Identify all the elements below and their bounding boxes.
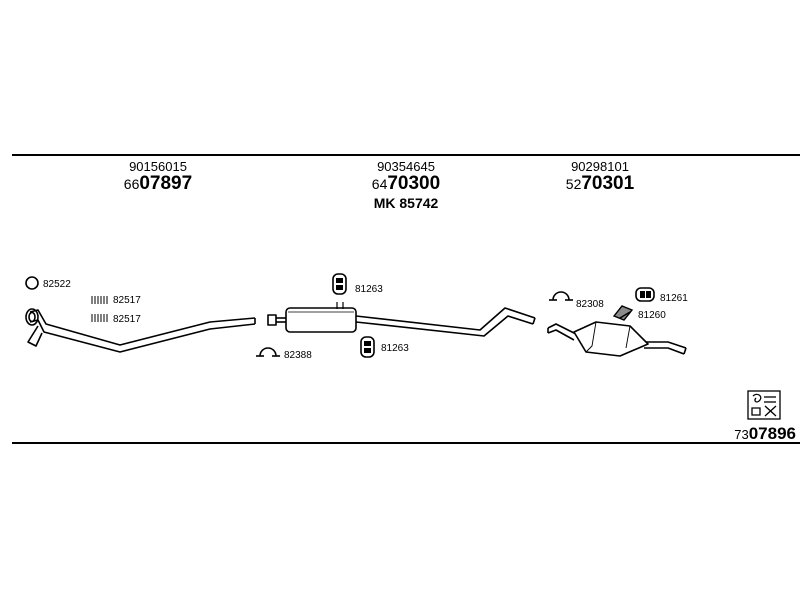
rear-kit-number: 5270301 xyxy=(520,174,680,195)
rubber-mount-icon xyxy=(332,273,347,295)
rear-rubber-label: 81261 xyxy=(660,293,688,304)
front-ring-label: 82522 xyxy=(43,279,71,290)
front-kit-number: 6607897 xyxy=(78,174,238,195)
middle-kit-prefix: 64 xyxy=(371,176,388,192)
middle-oe-number: 90354645 xyxy=(377,159,435,174)
front-pipe xyxy=(25,308,256,353)
rubber-mount-icon xyxy=(635,287,655,302)
front-oe-number: 90156015 xyxy=(129,159,187,174)
middle-rubber-label-top: 81263 xyxy=(355,284,383,295)
middle-mounting-kit-number: MK 85742 xyxy=(373,195,439,211)
clamp-icon xyxy=(256,347,280,357)
front-pipe-header: 90156015 6607897 xyxy=(78,160,238,195)
front-ring-part: 82522 xyxy=(25,276,71,290)
middle-silencer xyxy=(267,302,536,337)
bottom-rule xyxy=(12,442,800,444)
rear-oe-number: 90298101 xyxy=(571,159,629,174)
middle-rubber-part-top: 81263 xyxy=(332,273,383,295)
reference-prefix: 73 xyxy=(734,427,749,442)
rear-kit-prefix: 52 xyxy=(565,176,582,192)
top-rule xyxy=(12,154,800,156)
reference-main: 07896 xyxy=(748,424,796,443)
rear-rubber-part: 81261 xyxy=(635,287,688,304)
rear-silencer-header: 90298101 5270301 xyxy=(520,160,680,195)
spring-icon xyxy=(91,314,108,322)
bracket-icon xyxy=(612,305,634,321)
front-spring-label-2: 82517 xyxy=(113,314,141,325)
clamp-icon xyxy=(549,291,573,301)
rear-clamp-label: 82308 xyxy=(576,299,604,310)
parts-catalog-logo-icon xyxy=(747,390,781,420)
middle-silencer-header: 90354645 6470300 MK 85742 xyxy=(326,159,486,212)
front-kit-prefix: 66 xyxy=(123,176,140,192)
front-spring-label-1: 82517 xyxy=(113,295,141,306)
middle-rubber-label-bottom: 81263 xyxy=(381,343,409,354)
rear-bracket-part: 81260 xyxy=(612,305,666,321)
spring-icon xyxy=(91,296,108,304)
front-spring-part-1: 82517 xyxy=(91,295,141,306)
rear-kit-main: 70301 xyxy=(581,173,635,194)
rear-bracket-label: 81260 xyxy=(638,310,666,321)
front-spring-part-2: 82517 xyxy=(91,314,141,325)
rear-clamp-part: 82308 xyxy=(549,291,604,310)
middle-kit-number: 6470300 xyxy=(326,174,486,195)
middle-clamp-part: 82388 xyxy=(256,347,312,361)
middle-kit-main: 70300 xyxy=(387,173,441,194)
middle-rubber-part-bottom: 81263 xyxy=(360,336,409,358)
front-kit-main: 07897 xyxy=(139,173,193,194)
rear-silencer xyxy=(547,321,687,357)
middle-clamp-label: 82388 xyxy=(284,350,312,361)
diagram-reference-number: 7307896 xyxy=(734,425,796,444)
ring-icon xyxy=(25,276,39,290)
rubber-mount-icon xyxy=(360,336,375,358)
